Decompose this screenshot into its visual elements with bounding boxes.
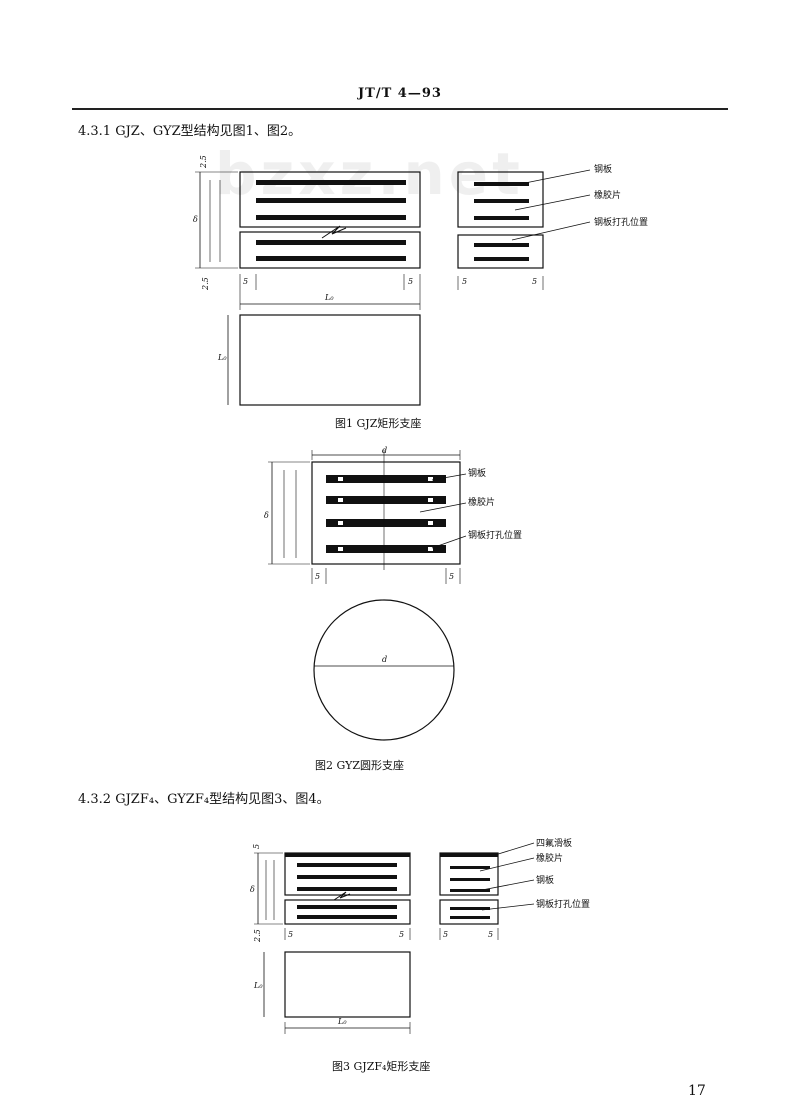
figure-3-label-steel-plate: 钢板	[536, 874, 554, 886]
figure-3-drawing: δ 5 2.5 5 5 L₀ L₀ 5 5 四氟滑板 橡胶片 钢板	[250, 837, 590, 1034]
figure-1-delta-label: δ	[193, 215, 198, 224]
figure-3-edge-right: 5	[399, 930, 404, 939]
figure-3-delta-label: δ	[250, 885, 255, 894]
figure-3-width-label: L₀	[253, 981, 263, 990]
figure-1-side-edge-right: 5	[532, 277, 537, 286]
figure-1-width-label: L₀	[217, 353, 227, 362]
section-4-3-2: 4.3.2 GJZF₄、GYZF₄型结构见图3、图4。	[78, 792, 330, 807]
figure-1-bottom-dim: 2.5	[201, 277, 210, 291]
figure-1-drawing: δ 2.5 2.5 5 5 L₀ L₀ 5 5 钢板 橡胶片 钢板打孔位置	[193, 155, 648, 406]
figure-2-label-rubber-sheet: 橡胶片	[468, 496, 495, 508]
header-code: JT/T 4—93	[358, 86, 442, 101]
figure-3-side-edge-left: 5	[443, 930, 448, 939]
figure-3-length-label: L₀	[337, 1017, 347, 1026]
figure-2-diameter-circle: d	[382, 655, 387, 664]
figure-1-edge-right: 5	[408, 277, 413, 286]
figure-3-label-ptfe-plate: 四氟滑板	[536, 837, 572, 849]
figure-3-caption: 图3 GJZF₄矩形支座	[332, 1060, 431, 1073]
figure-2-caption: 图2 GYZ圆形支座	[315, 759, 404, 772]
figure-2-label-hole-position: 钢板打孔位置	[468, 529, 522, 541]
figure-3-side-edge-right: 5	[488, 930, 493, 939]
figure-1-label-steel-plate: 钢板	[594, 163, 612, 175]
figure-2-edge-left: 5	[315, 572, 320, 581]
figure-2-edge-right: 5	[449, 572, 454, 581]
figure-1-side-edge-left: 5	[462, 277, 467, 286]
figure-1-top-dim: 2.5	[199, 155, 208, 169]
figure-1-edge-left: 5	[243, 277, 248, 286]
figure-2-label-steel-plate: 钢板	[468, 467, 486, 479]
figure-1-label-hole-position: 钢板打孔位置	[594, 216, 648, 228]
figure-1-caption: 图1 GJZ矩形支座	[335, 417, 422, 430]
header-rule	[72, 108, 728, 110]
section-4-3-1: 4.3.1 GJZ、GYZ型结构见图1、图2。	[78, 124, 302, 139]
page-number: 17	[688, 1083, 706, 1099]
figure-3-bottom-dim: 2.5	[253, 929, 262, 943]
figure-1-length-label: L₀	[324, 293, 334, 302]
figure-2-drawing: d δ 5 5 钢板 橡胶片 钢板打孔位置	[264, 446, 522, 741]
figure-3-top-dim: 5	[252, 844, 261, 849]
figure-3-edge-left: 5	[288, 930, 293, 939]
figure-3-label-hole-position: 钢板打孔位置	[536, 898, 590, 910]
figure-1-label-rubber-sheet: 橡胶片	[594, 189, 621, 201]
figure-2-diameter-top: d	[382, 446, 387, 455]
figure-3-label-rubber-sheet: 橡胶片	[536, 852, 563, 864]
watermark: bzxz.net	[215, 140, 524, 208]
figure-2-delta-label: δ	[264, 511, 269, 520]
